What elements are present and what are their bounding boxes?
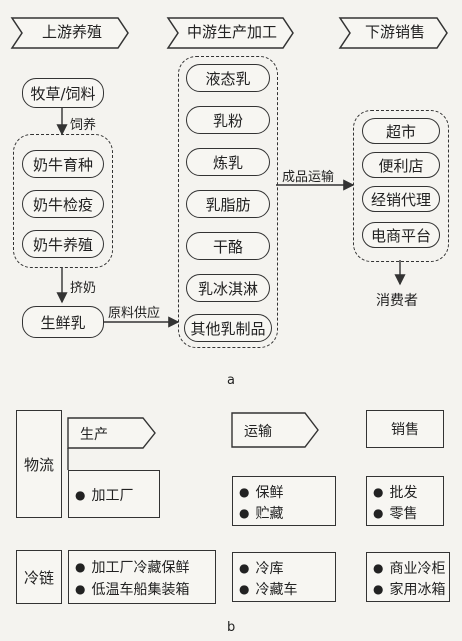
transport-edge-label: 成品运输: [282, 170, 335, 185]
cold-item-container: 低温车船集装箱: [91, 582, 190, 598]
raw-milk-node: 生鲜乳: [22, 306, 104, 338]
midstream-group-box: [178, 56, 278, 348]
cow-group-box: [13, 134, 113, 268]
logistics-col1-box: ●加工厂: [68, 470, 160, 518]
logistics-col2-box: ●保鲜 ●贮藏: [232, 476, 336, 526]
product-milk-fat: 乳脂肪: [186, 190, 270, 218]
stage-label-upstream: 上游养殖: [41, 23, 102, 41]
stage-label-downstream: 下游销售: [364, 23, 425, 41]
product-ice-cream: 乳冰淇淋: [186, 274, 270, 302]
cold-item-home-fridge: 家用冰箱: [389, 582, 446, 598]
cold-item-factory-cold: 加工厂冷藏保鲜: [91, 560, 190, 576]
channel-supermarket: 超市: [362, 118, 440, 144]
consumer-node: 消费者: [376, 293, 418, 309]
cold-chain-col2-box: ●冷库 ●冷藏车: [232, 552, 336, 602]
logistics-item-wholesale: 批发: [389, 485, 418, 501]
caption-b: b: [227, 620, 236, 635]
milking-edge-label: 挤奶: [70, 281, 97, 296]
logistics-item-storage: 贮藏: [255, 506, 284, 522]
cow-raising-node: 奶牛养殖: [22, 230, 104, 258]
cold-chain-col3-box: ●商业冷柜 ●家用冰箱: [366, 552, 450, 602]
product-milk-powder: 乳粉: [186, 106, 270, 134]
stage-label-midstream: 中游生产加工: [186, 23, 277, 41]
channel-distributor: 经销代理: [362, 186, 440, 212]
cow-quarantine-node: 奶牛检疫: [22, 190, 104, 218]
product-cheese: 干酪: [186, 232, 270, 260]
logistics-item-retail: 零售: [389, 506, 418, 522]
supply-edge-label: 原料供应: [108, 306, 161, 321]
cold-item-refrigerated-truck: 冷藏车: [255, 582, 298, 598]
product-liquid-milk: 液态乳: [186, 64, 270, 92]
cold-item-commercial-fridge: 商业冷柜: [389, 561, 446, 577]
feed-edge-label: 饲养: [70, 118, 97, 133]
downstream-group-box: [353, 110, 449, 262]
logistics-item-preserve: 保鲜: [255, 485, 284, 501]
production-label: 生产: [80, 427, 108, 443]
channel-convenience-store: 便利店: [362, 152, 440, 178]
caption-a: a: [227, 373, 235, 388]
sales-box: 销售: [366, 410, 444, 448]
row-label-logistics: 物流: [16, 410, 62, 518]
row-label-cold-chain: 冷链: [16, 550, 62, 604]
cold-chain-col1-box: ●加工厂冷藏保鲜 ●低温车船集装箱: [68, 550, 216, 604]
product-other-dairy: 其他乳制品: [184, 314, 272, 342]
transport-label: 运输: [244, 424, 272, 440]
channel-ecommerce: 电商平台: [362, 222, 440, 248]
logistics-col3-box: ●批发 ●零售: [366, 476, 444, 526]
cold-item-cold-store: 冷库: [255, 561, 284, 577]
cow-breeding-node: 奶牛育种: [22, 150, 104, 178]
product-condensed-milk: 炼乳: [186, 148, 270, 176]
logistics-item-factory: 加工厂: [91, 488, 134, 504]
feed-node: 牧草/饲料: [22, 78, 104, 108]
